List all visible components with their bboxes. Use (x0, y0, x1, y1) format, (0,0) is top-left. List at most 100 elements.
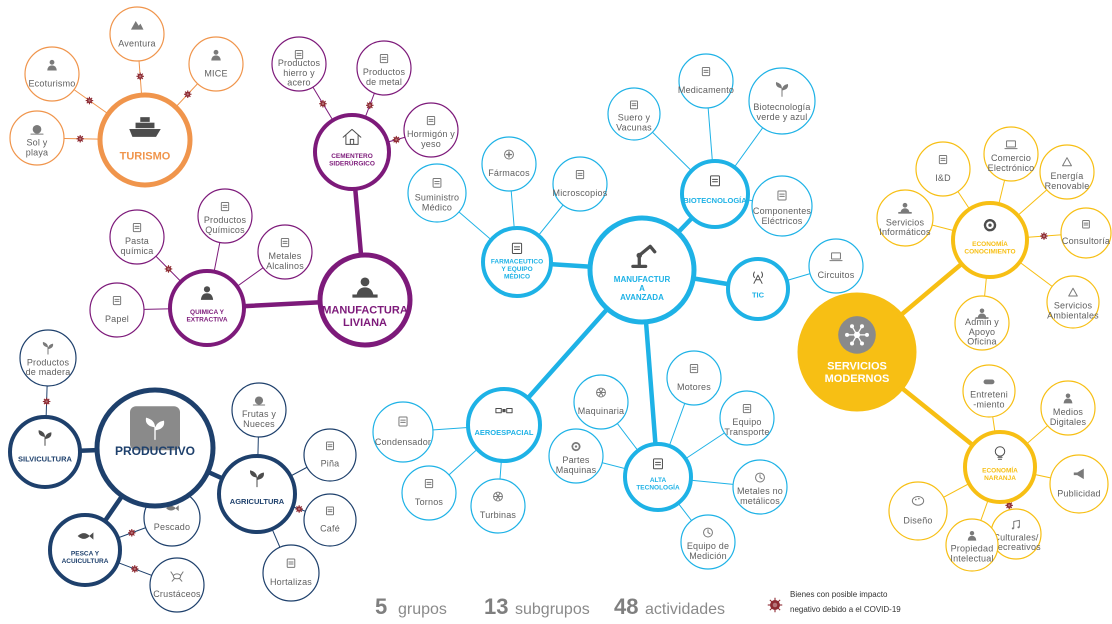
battery-icon (280, 238, 290, 248)
medical-cross-icon (504, 149, 514, 160)
iv-bag-icon (629, 100, 639, 110)
node-label: Crustáceos (153, 589, 201, 599)
activity-culturales-recreativos: Culturales/Recreativos (990, 508, 1042, 560)
activity-aventura: Aventura (109, 6, 165, 62)
layers-icon (426, 116, 436, 126)
node-label: Consultoría (1062, 236, 1110, 246)
activity-condensador: Condensador (372, 401, 434, 463)
palette-icon (911, 496, 925, 506)
node-label: Tornos (415, 497, 444, 507)
mountain-icon (130, 21, 144, 30)
node-label: TURISMO (120, 151, 171, 163)
covid-impact-marker (85, 96, 94, 105)
robot-icon (653, 458, 663, 470)
activity-circuitos: Circuitos (808, 238, 864, 294)
node-label: Medicamento (678, 85, 734, 95)
covid-virus-icon (767, 597, 783, 613)
covid-impact-marker (319, 99, 327, 108)
antenna-icon (753, 271, 763, 284)
group-productivo: PRODUCTIVO (94, 387, 216, 509)
subgroups-word: subgrupos (515, 601, 590, 618)
node-label: TIC (752, 291, 765, 300)
node-label: Aventura (118, 38, 155, 48)
globe-person-icon (211, 49, 221, 61)
covid-impact-marker (128, 529, 136, 537)
covid-impact-marker (295, 505, 303, 513)
coconut-icon (252, 396, 266, 406)
node-label: Circuitos (818, 270, 855, 280)
node-label: Café (320, 524, 340, 534)
covid-impact-marker (76, 135, 84, 143)
node-label: Papel (105, 314, 129, 324)
plant-hand-icon (130, 406, 180, 451)
legend-line-1: Bienes con posible impacto (790, 590, 888, 599)
steel-beam-icon (294, 50, 304, 60)
microscope-icon (575, 170, 585, 180)
summary-counts: 5 grupos 13 subgrupos 48 actividades (375, 594, 725, 619)
activity-crustaceos: Crustáceos (149, 557, 205, 613)
node-label: Culturales/Recreativos (991, 532, 1041, 552)
stethoscope-icon (511, 242, 523, 255)
crab-icon (170, 571, 184, 582)
node-label: Entreteni-miento (970, 390, 1008, 410)
tools-icon (379, 54, 389, 64)
activity-microscopios: Microscopios (552, 156, 608, 212)
people-icon (967, 530, 977, 541)
node-label: Microscopios (553, 188, 608, 198)
medicine-bottle-icon (701, 67, 711, 77)
node-label: Ecoturismo (28, 78, 75, 88)
node-label: Diseño (903, 516, 932, 526)
activity-papel: Papel (89, 282, 145, 338)
tree-icon (38, 430, 52, 446)
activity-farmacos: Fármacos (481, 136, 537, 192)
beach-icon (30, 125, 44, 135)
node-label: Pescado (154, 522, 190, 532)
legend-line-2: negativo debido a el COVID-19 (790, 605, 901, 614)
subgroup-aeroespacial: AEROESPACIAL (466, 387, 542, 463)
activity-consultoria: Consultoría (1060, 207, 1112, 259)
subgroup-tic: TIC (726, 257, 790, 321)
train-icon (742, 404, 752, 414)
subgroups-count: 13 (484, 594, 508, 619)
fish-icon (77, 532, 94, 540)
biotech-lab-icon (710, 175, 720, 187)
node-label: Condensador (375, 437, 431, 447)
clock-icon (703, 527, 713, 538)
node-label: SILVICULTURA (18, 455, 72, 464)
activity-cafe: Café (303, 493, 357, 547)
potato-icon (286, 558, 296, 568)
activity-hortalizas: Hortalizas (262, 544, 320, 602)
activity-i-d: I&D (915, 141, 971, 197)
chip-icon (829, 252, 843, 262)
